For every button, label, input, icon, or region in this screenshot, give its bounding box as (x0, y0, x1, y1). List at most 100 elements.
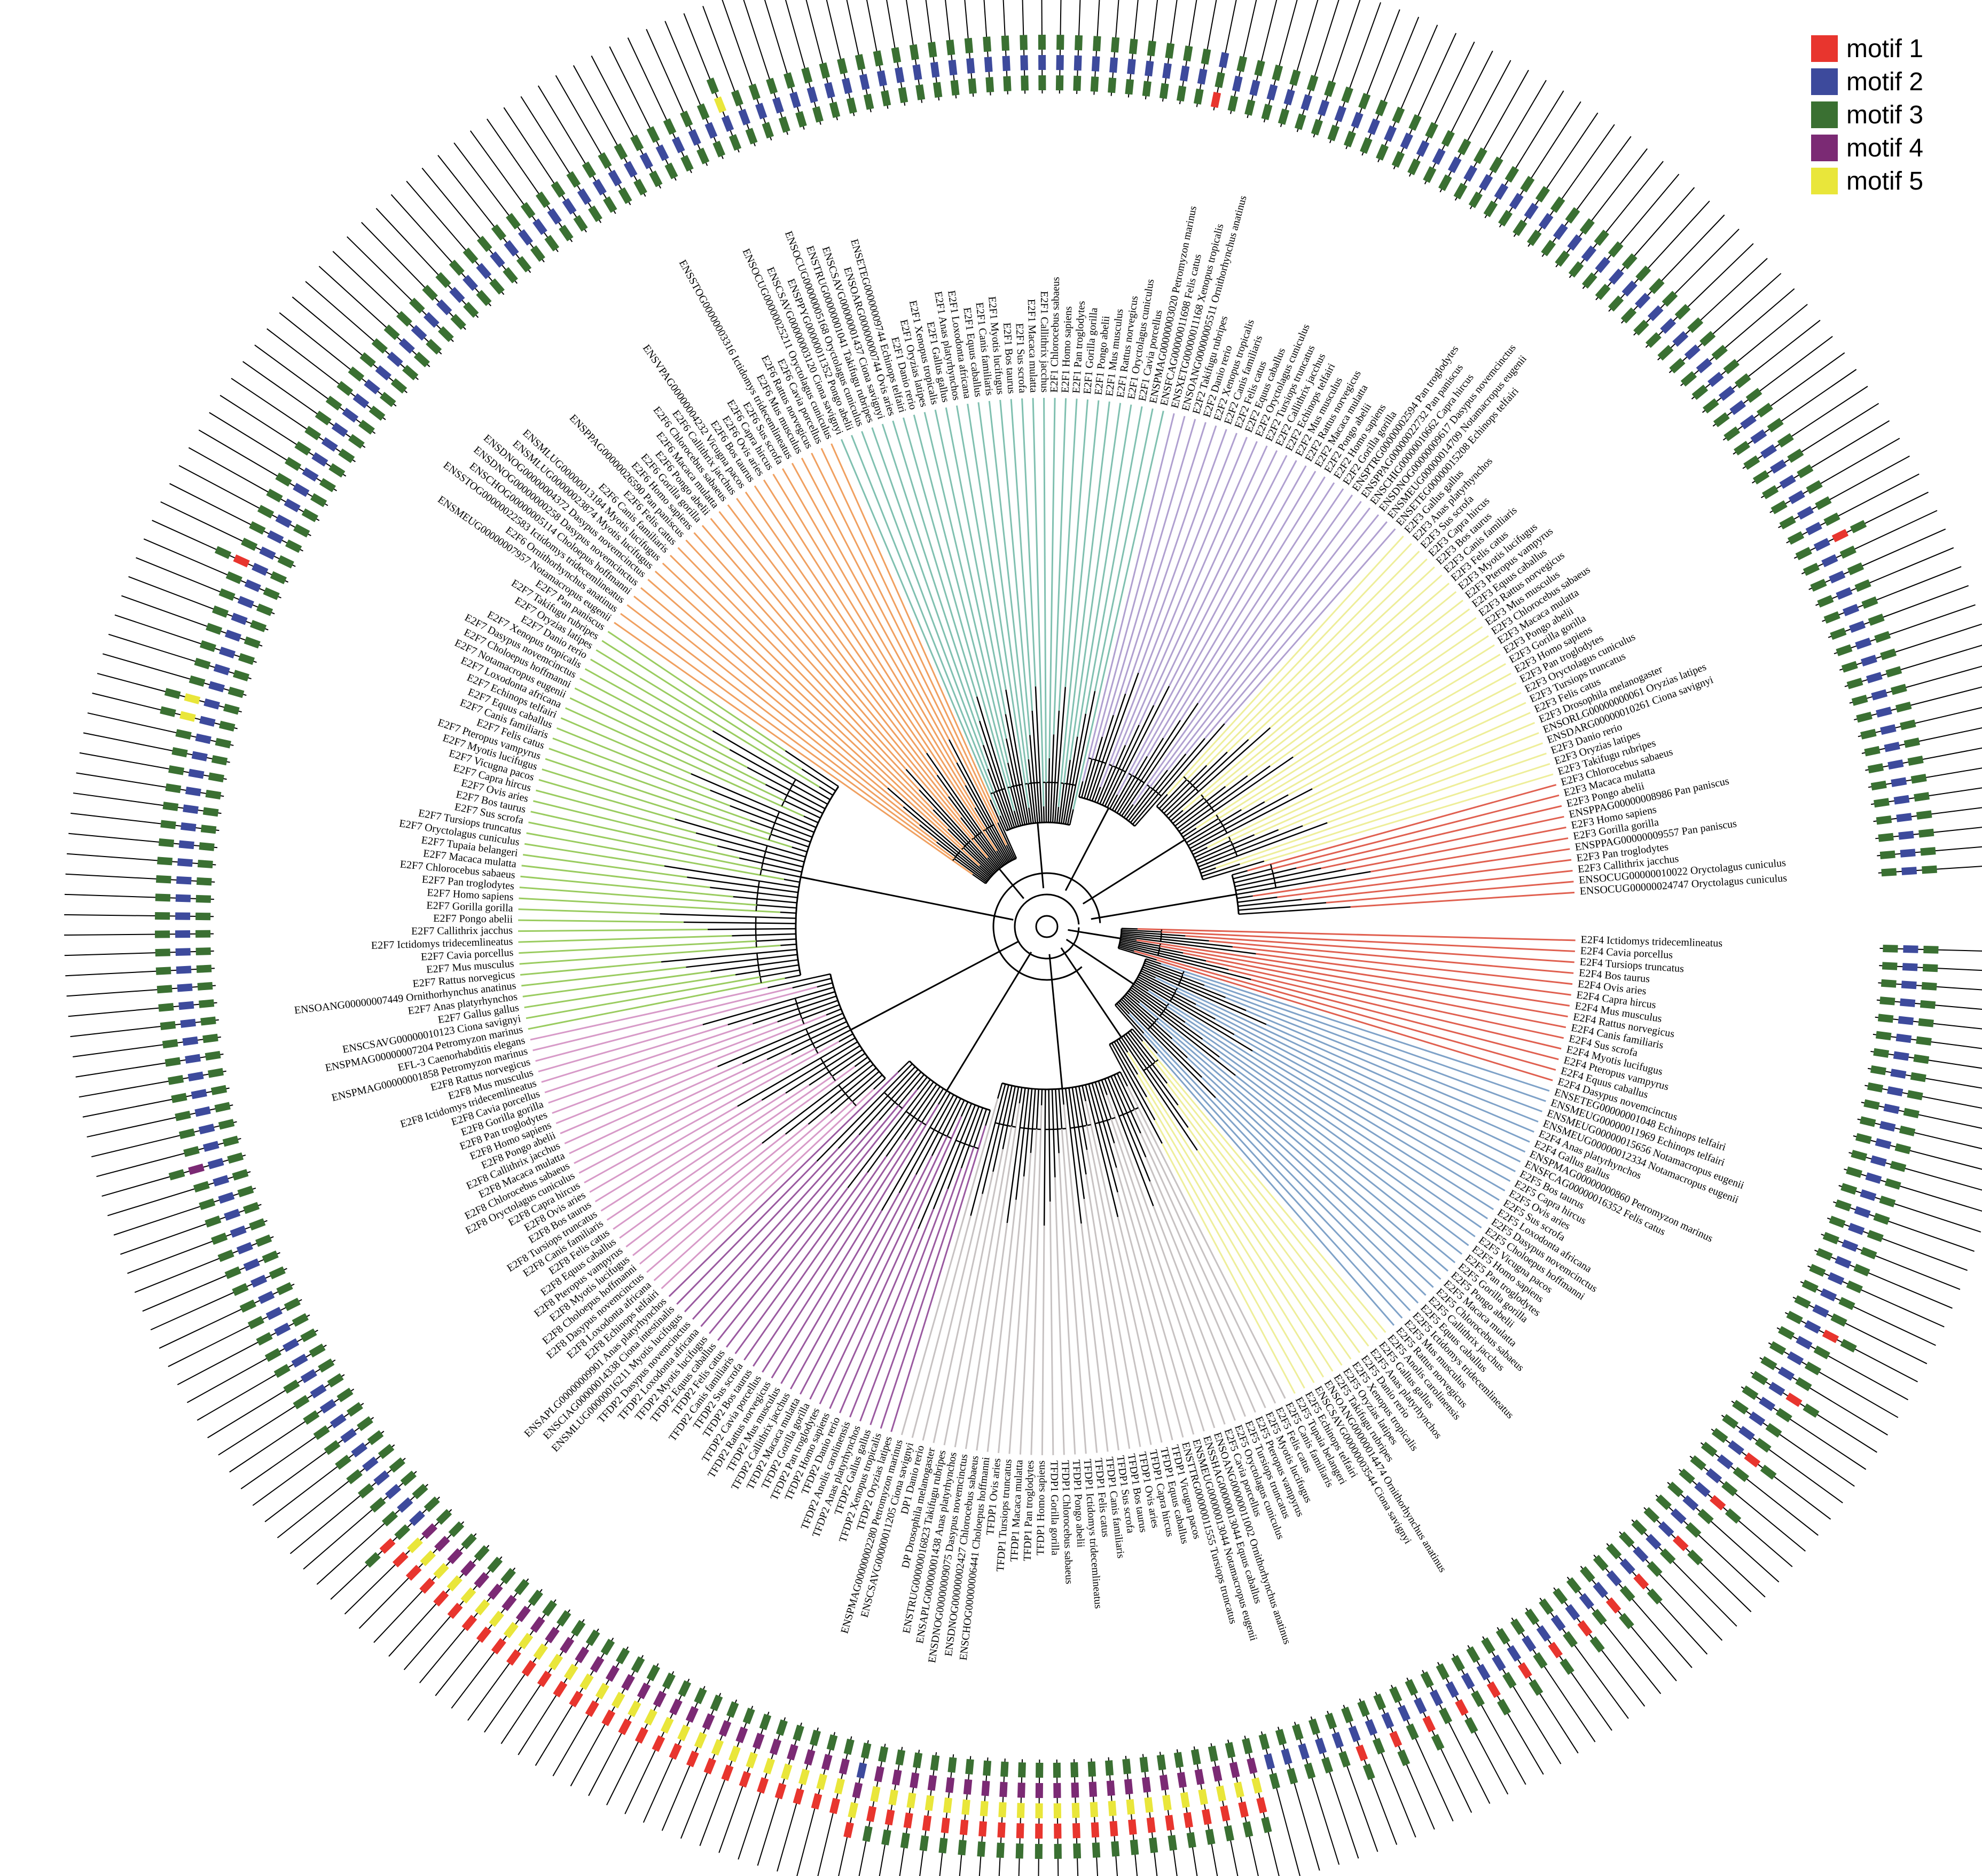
internal-branch (1083, 736, 1103, 799)
motif-2-box (1646, 1534, 1662, 1550)
motif-3-box (878, 1746, 889, 1763)
internal-branch (1161, 765, 1208, 812)
motif-track-line (64, 950, 214, 956)
motif-2-box (213, 664, 230, 676)
motif-2-box (1400, 132, 1413, 150)
motif-3-box (1647, 1588, 1663, 1605)
internal-branch (730, 805, 813, 838)
terminal-branch (1302, 869, 1573, 900)
motif-3-box (1438, 174, 1452, 191)
internal-branch (921, 1088, 944, 1123)
motif-track-line (68, 833, 218, 849)
motif-3-box (489, 278, 505, 295)
internal-branch (965, 785, 1010, 862)
terminal-branch (518, 908, 660, 915)
motif-3-box (348, 434, 365, 449)
terminal-branch (717, 1089, 918, 1341)
terminal-branch (1146, 1096, 1315, 1384)
motif-2-box (1880, 724, 1897, 735)
motif-3-box (898, 87, 908, 104)
internal-branch (1113, 1074, 1141, 1134)
motif-3-box (1306, 75, 1319, 91)
terminal-branch (1131, 465, 1307, 776)
internal-branch (1107, 1077, 1151, 1182)
internal-branch (1140, 972, 1177, 992)
motif-2-box (291, 1353, 308, 1368)
motif-3-box (1423, 166, 1437, 183)
terminal-branch (518, 929, 708, 932)
motif-3-box (394, 1524, 411, 1540)
terminal-branch (653, 1101, 853, 1281)
motif-2-box (1633, 1546, 1649, 1563)
terminal-branch (1248, 566, 1435, 740)
motif-3-box (336, 1387, 354, 1402)
motif-2-box (532, 218, 547, 236)
internal-branch (1099, 744, 1126, 805)
internal-branch (767, 973, 831, 988)
motif-4-box (910, 1772, 920, 1788)
motif-2-box (213, 1175, 230, 1187)
motif-2-box (1749, 1411, 1766, 1426)
motif-track-line (503, 107, 587, 233)
motif-3-box (846, 97, 857, 114)
terminal-branch (1032, 398, 1045, 807)
terminal-branch (1086, 1125, 1152, 1445)
motif-3-box (346, 1469, 363, 1485)
motif-3-box (1733, 1466, 1750, 1482)
internal-branch (1056, 806, 1060, 823)
motif-5-box (694, 1732, 707, 1749)
motif-2-box (178, 1001, 194, 1010)
motif-1-box (491, 1638, 506, 1655)
motif-3-box (1397, 1749, 1411, 1767)
motif-3-box (1620, 307, 1637, 324)
motif-track-line (1731, 1400, 1855, 1487)
motif-3-box (1294, 113, 1306, 130)
motif-3-box (1874, 631, 1891, 643)
motif-4-box (560, 1637, 575, 1654)
internal-branch (1062, 736, 1078, 824)
motif-3-box (573, 215, 588, 232)
motif-3-box (238, 653, 255, 665)
motif-3-box (1830, 627, 1847, 640)
motif-2-box (1787, 1351, 1804, 1365)
motif-3-box (784, 72, 795, 89)
motif-3-box (222, 1135, 239, 1147)
internal-branch (1054, 687, 1067, 823)
motif-3-box (588, 205, 602, 222)
motif-track-line (64, 914, 214, 917)
internal-branch (1121, 933, 1233, 948)
motif-2-box (1579, 1593, 1594, 1610)
motif-2-box (1893, 795, 1910, 805)
terminal-branch (1182, 583, 1450, 811)
terminal-branch (1021, 398, 1037, 687)
motif-5-box (711, 1739, 724, 1756)
leaf-label: E2F1 Chlorocebus sabaeus (1048, 277, 1062, 393)
internal-branch (1198, 825, 1303, 868)
motif-2-box (1334, 105, 1347, 122)
motif-track-line (1712, 336, 1833, 427)
subclade-arc (1045, 1128, 1067, 1131)
internal-branch (978, 720, 1015, 828)
terminal-branch (943, 1149, 1004, 1446)
motif-2-box (203, 698, 220, 710)
motif-3-box (1884, 1178, 1901, 1190)
motif-2-box (224, 1208, 241, 1221)
motif-3-box (662, 1673, 676, 1690)
motif-3-box (1890, 684, 1907, 695)
internal-branch (1023, 1088, 1033, 1177)
motif-3-box (1880, 648, 1897, 661)
motif-track-line (486, 119, 573, 242)
motif-5-box (1216, 1785, 1226, 1802)
motif-4-box (637, 1682, 651, 1699)
terminal-branch (1076, 404, 1132, 737)
clade-arc (1156, 805, 1204, 880)
motif-2-box (1788, 490, 1805, 505)
motif-3-box (1817, 595, 1834, 608)
motif-3-box (168, 765, 185, 775)
terminal-branch (736, 498, 938, 776)
motif-3-box (1860, 1246, 1877, 1260)
motif-4-box (488, 1583, 503, 1600)
internal-branch (933, 1104, 976, 1210)
internal-branch (710, 886, 798, 899)
motif-1-box (476, 1626, 492, 1643)
